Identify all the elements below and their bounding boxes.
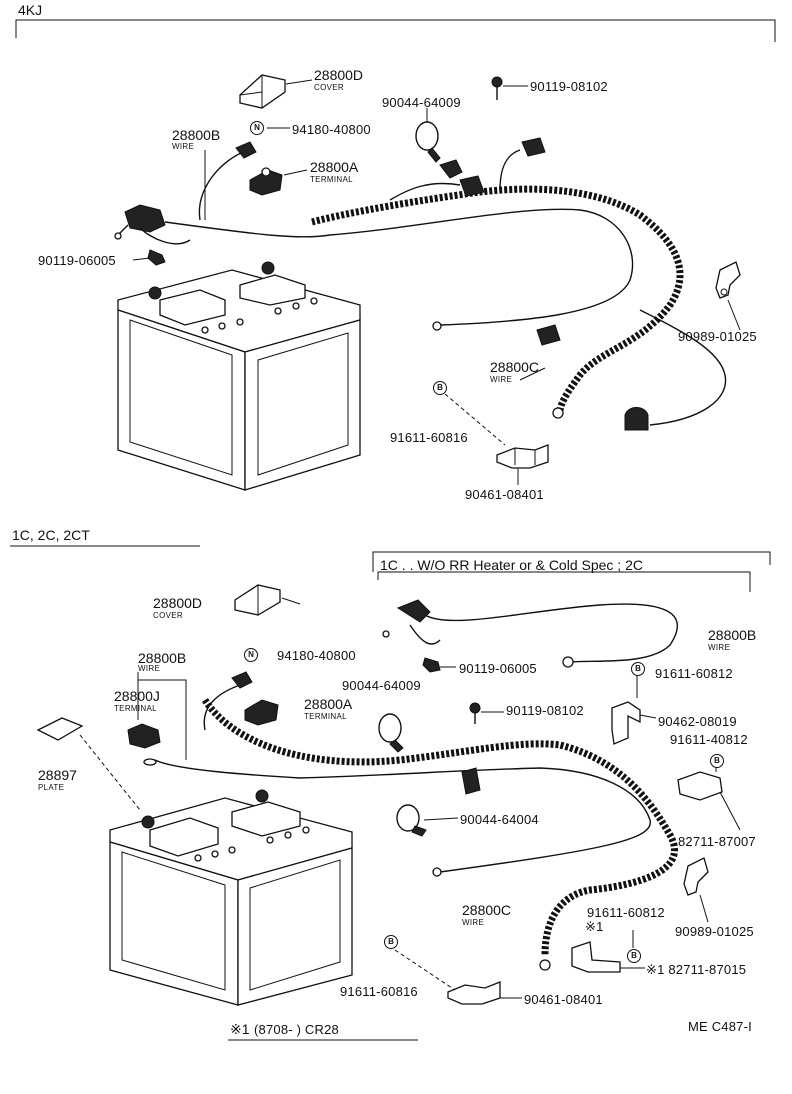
bottom-terminal-a-pn: 28800A: [304, 696, 353, 712]
bottom-bolt-marker-4: B: [627, 949, 641, 963]
bottom-wire-b-left-sub: WIRE: [138, 664, 161, 673]
bottom-section-label: 1C, 2C, 2CT: [12, 527, 90, 543]
top-wire-c-pn: 28800C: [490, 359, 540, 375]
top-cover-pn: 28800D: [314, 67, 364, 83]
top-section-bracket: [15, 19, 776, 42]
bottom-wire-c-sub: WIRE: [462, 918, 485, 927]
top-clamp2-pn: 90461-08401: [465, 487, 544, 502]
bottom-bolt-marker-3: B: [384, 935, 398, 949]
top-nut-pn: 94180-40800: [292, 122, 371, 137]
bottom-wire-b-left-pn: 28800B: [138, 650, 187, 666]
bottom-wire-b-right-sub: WIRE: [708, 643, 731, 652]
top-wire-c-sub: WIRE: [490, 375, 513, 384]
bottom-bolt-pn: 90119-06005: [459, 661, 537, 676]
bottom-wire-b-right-pn: 28800B: [708, 627, 757, 643]
top-bolt3-pn: 91611-60816: [390, 430, 468, 445]
bottom-bracket-pn: 90462-08019: [658, 714, 737, 729]
bottom-nut-pn: 94180-40800: [277, 648, 356, 663]
top-clamp-part: [415, 121, 441, 163]
top-bolt2-pn: 90119-06005: [38, 253, 116, 268]
bottom-bracket2-pn: 82711-87007: [678, 834, 756, 849]
top-bolt-marker: B: [433, 381, 447, 395]
top-battery-clamp-cluster: [114, 204, 191, 245]
top-nut-marker: N: [250, 121, 264, 135]
bottom-terminal-j-pn: 28800J: [114, 688, 160, 704]
top-terminal-a: [249, 167, 283, 196]
bottom-bolt3-pn: 91611-40812: [670, 732, 748, 747]
catalog-code: ME C487-I: [688, 1019, 752, 1034]
top-bolt-pn: 90119-08102: [530, 79, 608, 94]
top-bracket-part: [496, 444, 549, 469]
bottom-terminal-j-sub: TERMINAL: [114, 704, 157, 713]
bottom-bolt2-pn: 90119-08102: [506, 703, 584, 718]
bottom-bolt-marker-1: B: [631, 662, 645, 676]
bottom-cover-part: [234, 584, 281, 616]
top-lug-part: [715, 261, 741, 299]
bottom-bolt-marker-2: B: [710, 754, 724, 768]
bottom-cover-sub: COVER: [153, 611, 183, 620]
top-battery: [117, 261, 361, 491]
bottom-lug-pn: 90989-01025: [675, 924, 754, 939]
top-terminal-a-sub: TERMINAL: [310, 175, 353, 184]
top-section-label: 4KJ: [18, 2, 43, 18]
bottom-nut-marker: N: [244, 648, 258, 662]
bottom-battery: [109, 789, 353, 1006]
footnote-mark: ※1: [230, 1021, 250, 1037]
bottom-variant-bracket: [377, 571, 751, 592]
bottom-clamp-part: [378, 713, 404, 753]
top-terminal-a-pn: 28800A: [310, 159, 359, 175]
footnote-text: (8708- ) CR28: [254, 1022, 339, 1037]
bottom-variant-label: 1C . . W/O RR Heater or & Cold Spec ; 2C: [380, 557, 643, 573]
bottom-clamp2-pn: 90044-64004: [460, 812, 539, 827]
bottom-plate-pn: 28897: [38, 767, 77, 783]
top-bolt2-part: [147, 249, 166, 266]
bottom-wire-c-pn: 28800C: [462, 902, 512, 918]
bottom-terminal-a-sub: TERMINAL: [304, 712, 347, 721]
bottom-cover-pn: 28800D: [153, 595, 203, 611]
bottom-bolt4-pn: 91611-60812: [587, 905, 665, 920]
bottom-star-note: ※1: [585, 919, 604, 934]
bottom-clamp-pn: 90044-64009: [342, 678, 421, 693]
bottom-bolt5-pn: 91611-60816: [340, 984, 418, 999]
top-bolt-part: [491, 76, 503, 100]
top-cover-sub: COVER: [314, 83, 344, 92]
top-wire-b-sub: WIRE: [172, 142, 195, 151]
bottom-clamp2-part: [396, 804, 427, 837]
top-lug-pn: 90989-01025: [678, 329, 757, 344]
top-clamp-pn: 90044-64009: [382, 95, 461, 110]
top-cover-part: [239, 74, 286, 109]
bottom-bracket3-pn: ※1 82711-87015: [646, 962, 747, 977]
bottom-plate-sub: PLATE: [38, 783, 65, 792]
bottom-clamp3-pn: 90461-08401: [524, 992, 603, 1007]
bottom-bolt-a-pn: 91611-60812: [655, 666, 733, 681]
top-wire-b-pn: 28800B: [172, 127, 221, 143]
bottom-wire-b-right: [382, 599, 679, 668]
